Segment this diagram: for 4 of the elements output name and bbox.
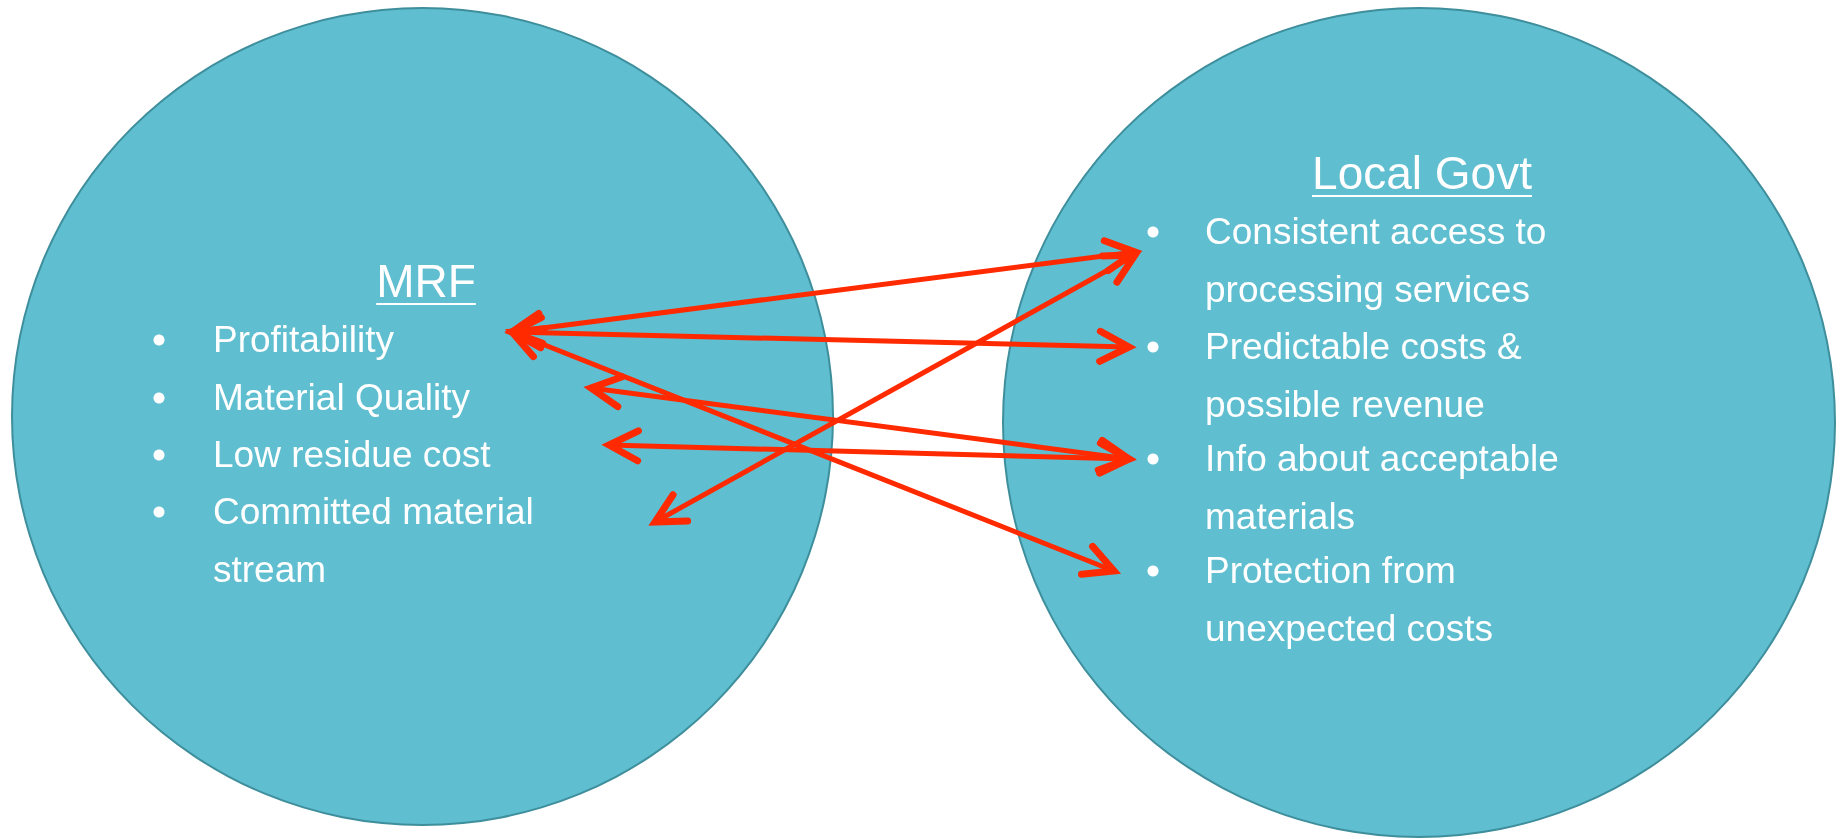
double-arrow [508, 325, 1118, 578]
group-heading: Local Govt [1312, 150, 1532, 196]
group-heading: MRF [376, 258, 476, 304]
double-arrow [651, 251, 1139, 526]
